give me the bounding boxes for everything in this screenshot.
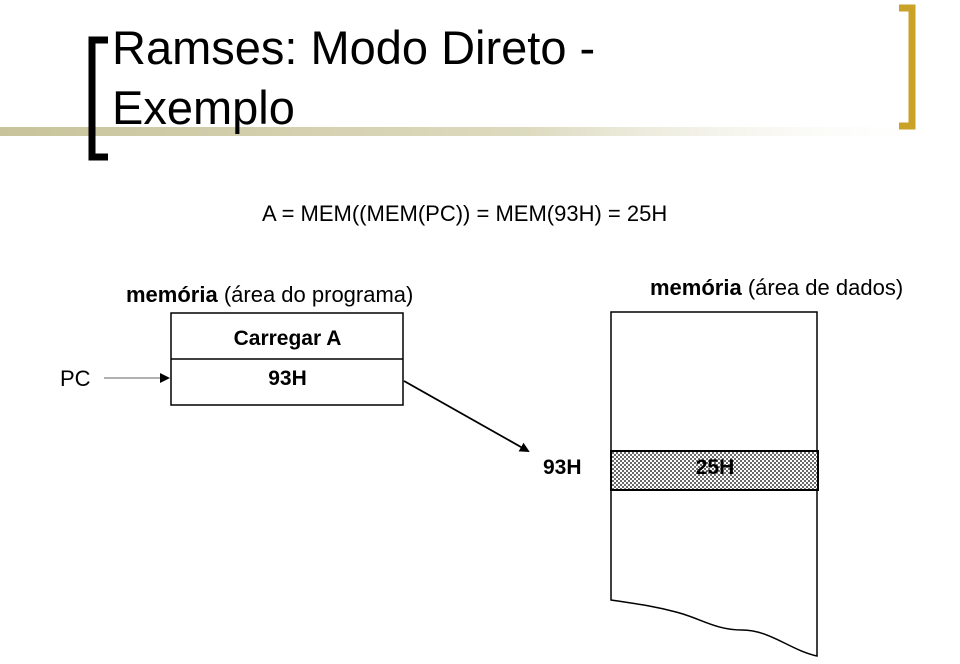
program-cell-instruction: Carregar A — [233, 327, 342, 350]
data-address-label: 93H — [543, 456, 582, 479]
left-bracket-decoration — [88, 36, 108, 161]
data-cell-highlight — [610, 450, 819, 491]
program-memory-label: memória (área do programa) — [126, 281, 413, 309]
program-memory-label-bold: memória — [126, 282, 218, 307]
data-memory-label-rest: (área de dados) — [741, 275, 904, 300]
data-cell-value: 25H — [695, 456, 735, 479]
right-bracket-decoration — [899, 4, 916, 130]
pc-label: PC — [60, 366, 91, 391]
formula-text: A = MEM((MEM(PC)) = MEM(93H) = 25H — [262, 201, 668, 226]
address-arrow — [403, 380, 530, 452]
program-cell-address: 93H — [268, 367, 307, 390]
data-memory-label: memória (área de dados) — [650, 274, 903, 302]
program-memory-label-rest: (área do programa) — [217, 282, 414, 307]
data-memory-label-bold: memória — [650, 275, 742, 300]
title-underline-bar — [0, 127, 960, 136]
slide-title-line-1: Ramses: Modo Direto - — [112, 21, 596, 74]
slide-title-line-2: Exemplo — [112, 81, 295, 134]
